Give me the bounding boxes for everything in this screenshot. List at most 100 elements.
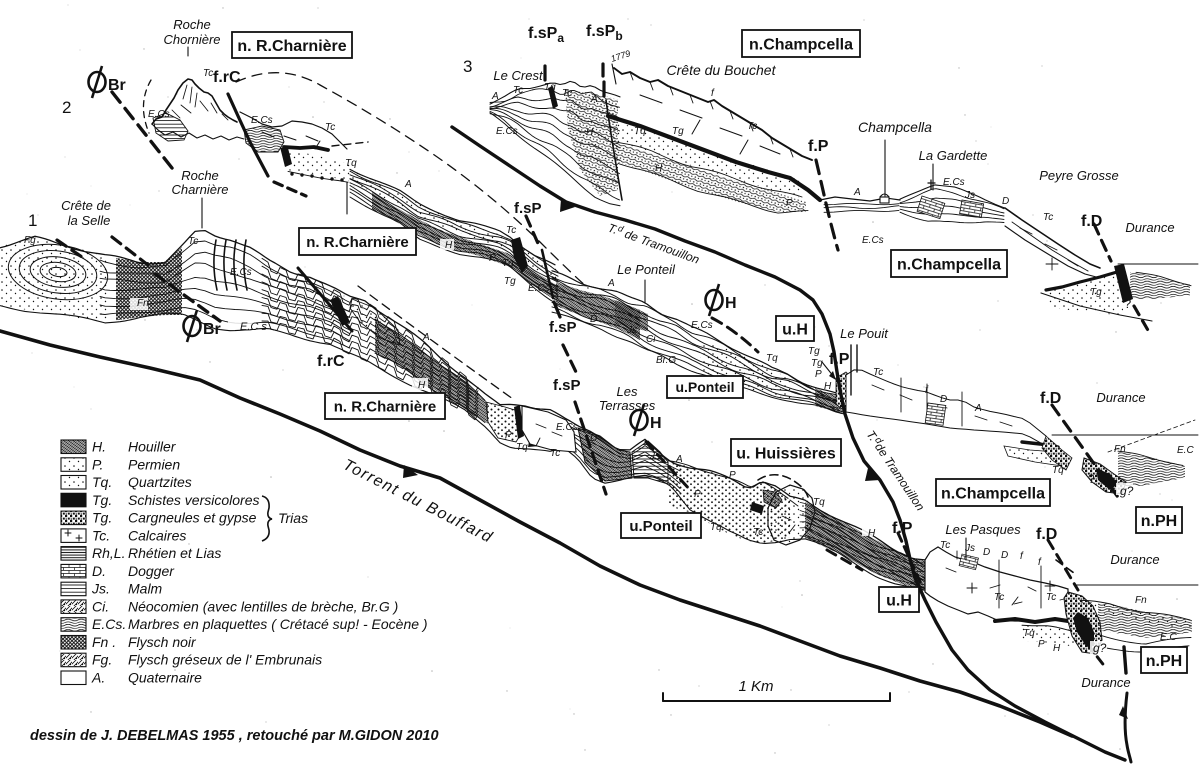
svg-text:Tg.: Tg.	[92, 510, 112, 526]
svg-text:La Gardette: La Gardette	[919, 148, 988, 163]
svg-text:Br: Br	[108, 77, 126, 94]
svg-text:E.Cs.: E.Cs.	[92, 616, 126, 632]
svg-text:dessin de J. DEBELMAS 1955 ,: dessin de J. DEBELMAS 1955 , retouché pa…	[30, 728, 439, 744]
svg-text:f.D: f.D	[1081, 213, 1102, 230]
svg-text:Néocomien (avec lentilles de b: Néocomien (avec lentilles de brèche, Br.…	[128, 598, 398, 614]
svg-text:Tc: Tc	[550, 448, 560, 459]
svg-text:Tg: Tg	[1090, 287, 1102, 298]
svg-text:Malm: Malm	[128, 581, 163, 597]
svg-text:Tc: Tc	[940, 540, 950, 551]
svg-text:Terrasses: Terrasses	[599, 398, 656, 413]
svg-text:P: P	[1038, 639, 1045, 650]
svg-text:Flysch gréseux de l' Embrunais: Flysch gréseux de l' Embrunais	[128, 652, 322, 668]
svg-text:g?: g?	[1120, 484, 1134, 498]
svg-text:Fn .: Fn .	[92, 634, 116, 650]
svg-text:D.: D.	[92, 563, 106, 579]
svg-text:A: A	[491, 91, 499, 102]
svg-text:A.: A.	[91, 670, 105, 686]
svg-text:Tc: Tc	[325, 122, 335, 133]
svg-text:n.PH: n.PH	[1141, 513, 1177, 530]
svg-text:Tg: Tg	[672, 126, 684, 137]
svg-text:Le Crest: Le Crest	[493, 68, 544, 83]
svg-text:Fn: Fn	[1135, 595, 1147, 606]
svg-text:Durance: Durance	[1110, 552, 1159, 567]
svg-text:Tq: Tq	[1023, 628, 1035, 639]
svg-text:D: D	[1001, 550, 1008, 561]
svg-text:Tg.: Tg.	[92, 492, 112, 508]
svg-text:H: H	[650, 415, 662, 432]
svg-text:H: H	[586, 127, 594, 138]
svg-text:Flysch noir: Flysch noir	[128, 634, 197, 650]
svg-text:Tq: Tq	[345, 158, 357, 169]
svg-text:Quartzites: Quartzites	[128, 474, 192, 490]
svg-text:A: A	[404, 179, 412, 190]
svg-text:Rh,L.: Rh,L.	[92, 545, 125, 561]
svg-text:n. R.Charnière: n. R.Charnière	[334, 398, 437, 415]
svg-text:g?: g?	[1093, 641, 1107, 655]
svg-text:H: H	[445, 240, 453, 251]
svg-text:Peyre Grosse: Peyre Grosse	[1039, 168, 1118, 183]
svg-text:Rhétien et Lias: Rhétien et Lias	[128, 545, 221, 561]
svg-text:n. R.Charnière: n. R.Charnière	[237, 38, 346, 55]
svg-text:Tq: Tq	[766, 353, 778, 364]
svg-text:f.D: f.D	[1040, 390, 1061, 407]
svg-text:P: P	[815, 369, 822, 380]
svg-text:u.H: u.H	[886, 592, 912, 609]
svg-text:E.Cs: E.Cs	[556, 422, 578, 433]
svg-text:E.Cs: E.Cs	[230, 267, 252, 278]
svg-text:Cargneules et gypse: Cargneules et gypse	[128, 510, 257, 526]
svg-text:H: H	[1053, 643, 1061, 654]
svg-text:f: f	[711, 88, 715, 99]
svg-text:Roche: Roche	[181, 168, 219, 183]
svg-text:H: H	[655, 163, 663, 174]
svg-text:f.sPb: f.sPb	[586, 23, 623, 43]
svg-text:u.Ponteil: u.Ponteil	[629, 518, 692, 535]
svg-text:Champcella: Champcella	[858, 119, 932, 135]
svg-text:Tg: Tg	[504, 276, 516, 287]
svg-text:Tc: Tc	[562, 88, 572, 99]
svg-text:3: 3	[463, 57, 472, 76]
svg-text:Tq: Tq	[710, 522, 722, 533]
svg-text:H: H	[824, 381, 832, 392]
svg-text:P: P	[729, 470, 736, 481]
svg-text:Tg: Tg	[811, 358, 823, 369]
svg-text:Tg: Tg	[544, 82, 556, 93]
svg-text:Tc: Tc	[203, 68, 213, 79]
svg-text:f.sP: f.sP	[553, 377, 581, 394]
svg-text:Le Pouit: Le Pouit	[840, 326, 889, 341]
svg-text:Tc.: Tc.	[92, 527, 110, 543]
svg-text:Js: Js	[649, 451, 660, 462]
svg-text:E.C: E.C	[1160, 632, 1177, 643]
svg-text:Tc: Tc	[994, 592, 1004, 603]
svg-text:Tc: Tc	[747, 121, 757, 132]
svg-text:Tc: Tc	[188, 236, 198, 247]
svg-text:Roche: Roche	[173, 17, 211, 32]
svg-text:u. Huissières: u. Huissières	[736, 445, 836, 462]
svg-text:Crête de: Crête de	[61, 198, 111, 213]
svg-text:E.Cs: E.Cs	[862, 235, 884, 246]
svg-text:A: A	[853, 187, 861, 198]
svg-text:1: 1	[28, 211, 37, 230]
svg-text:2: 2	[62, 98, 71, 117]
svg-text:E.Cs: E.Cs	[943, 177, 965, 188]
svg-text:f.sP: f.sP	[514, 200, 542, 217]
svg-text:Les: Les	[617, 384, 638, 399]
svg-text:n.Champcella: n.Champcella	[897, 256, 1001, 273]
svg-text:Les Pasques: Les Pasques	[945, 522, 1021, 537]
svg-text:Trias: Trias	[278, 510, 308, 526]
svg-text:Quaternaire: Quaternaire	[128, 670, 202, 686]
svg-text:f: f	[1038, 557, 1042, 568]
svg-text:D: D	[590, 314, 597, 325]
svg-text:E.Cs: E.Cs	[148, 109, 170, 120]
svg-text:Durance: Durance	[1096, 390, 1145, 405]
svg-text:A: A	[675, 454, 683, 465]
svg-text:A: A	[590, 94, 598, 105]
svg-text:E.Cs: E.Cs	[251, 115, 273, 126]
svg-text:D: D	[983, 547, 990, 558]
svg-text:Crête du Bouchet: Crête du Bouchet	[667, 62, 777, 78]
svg-text:E.Cs: E.Cs	[528, 283, 550, 294]
svg-text:H.: H.	[92, 439, 106, 455]
svg-text:Tq: Tq	[516, 442, 528, 453]
svg-text:Tq: Tq	[634, 126, 646, 137]
svg-text:f: f	[1020, 551, 1024, 562]
